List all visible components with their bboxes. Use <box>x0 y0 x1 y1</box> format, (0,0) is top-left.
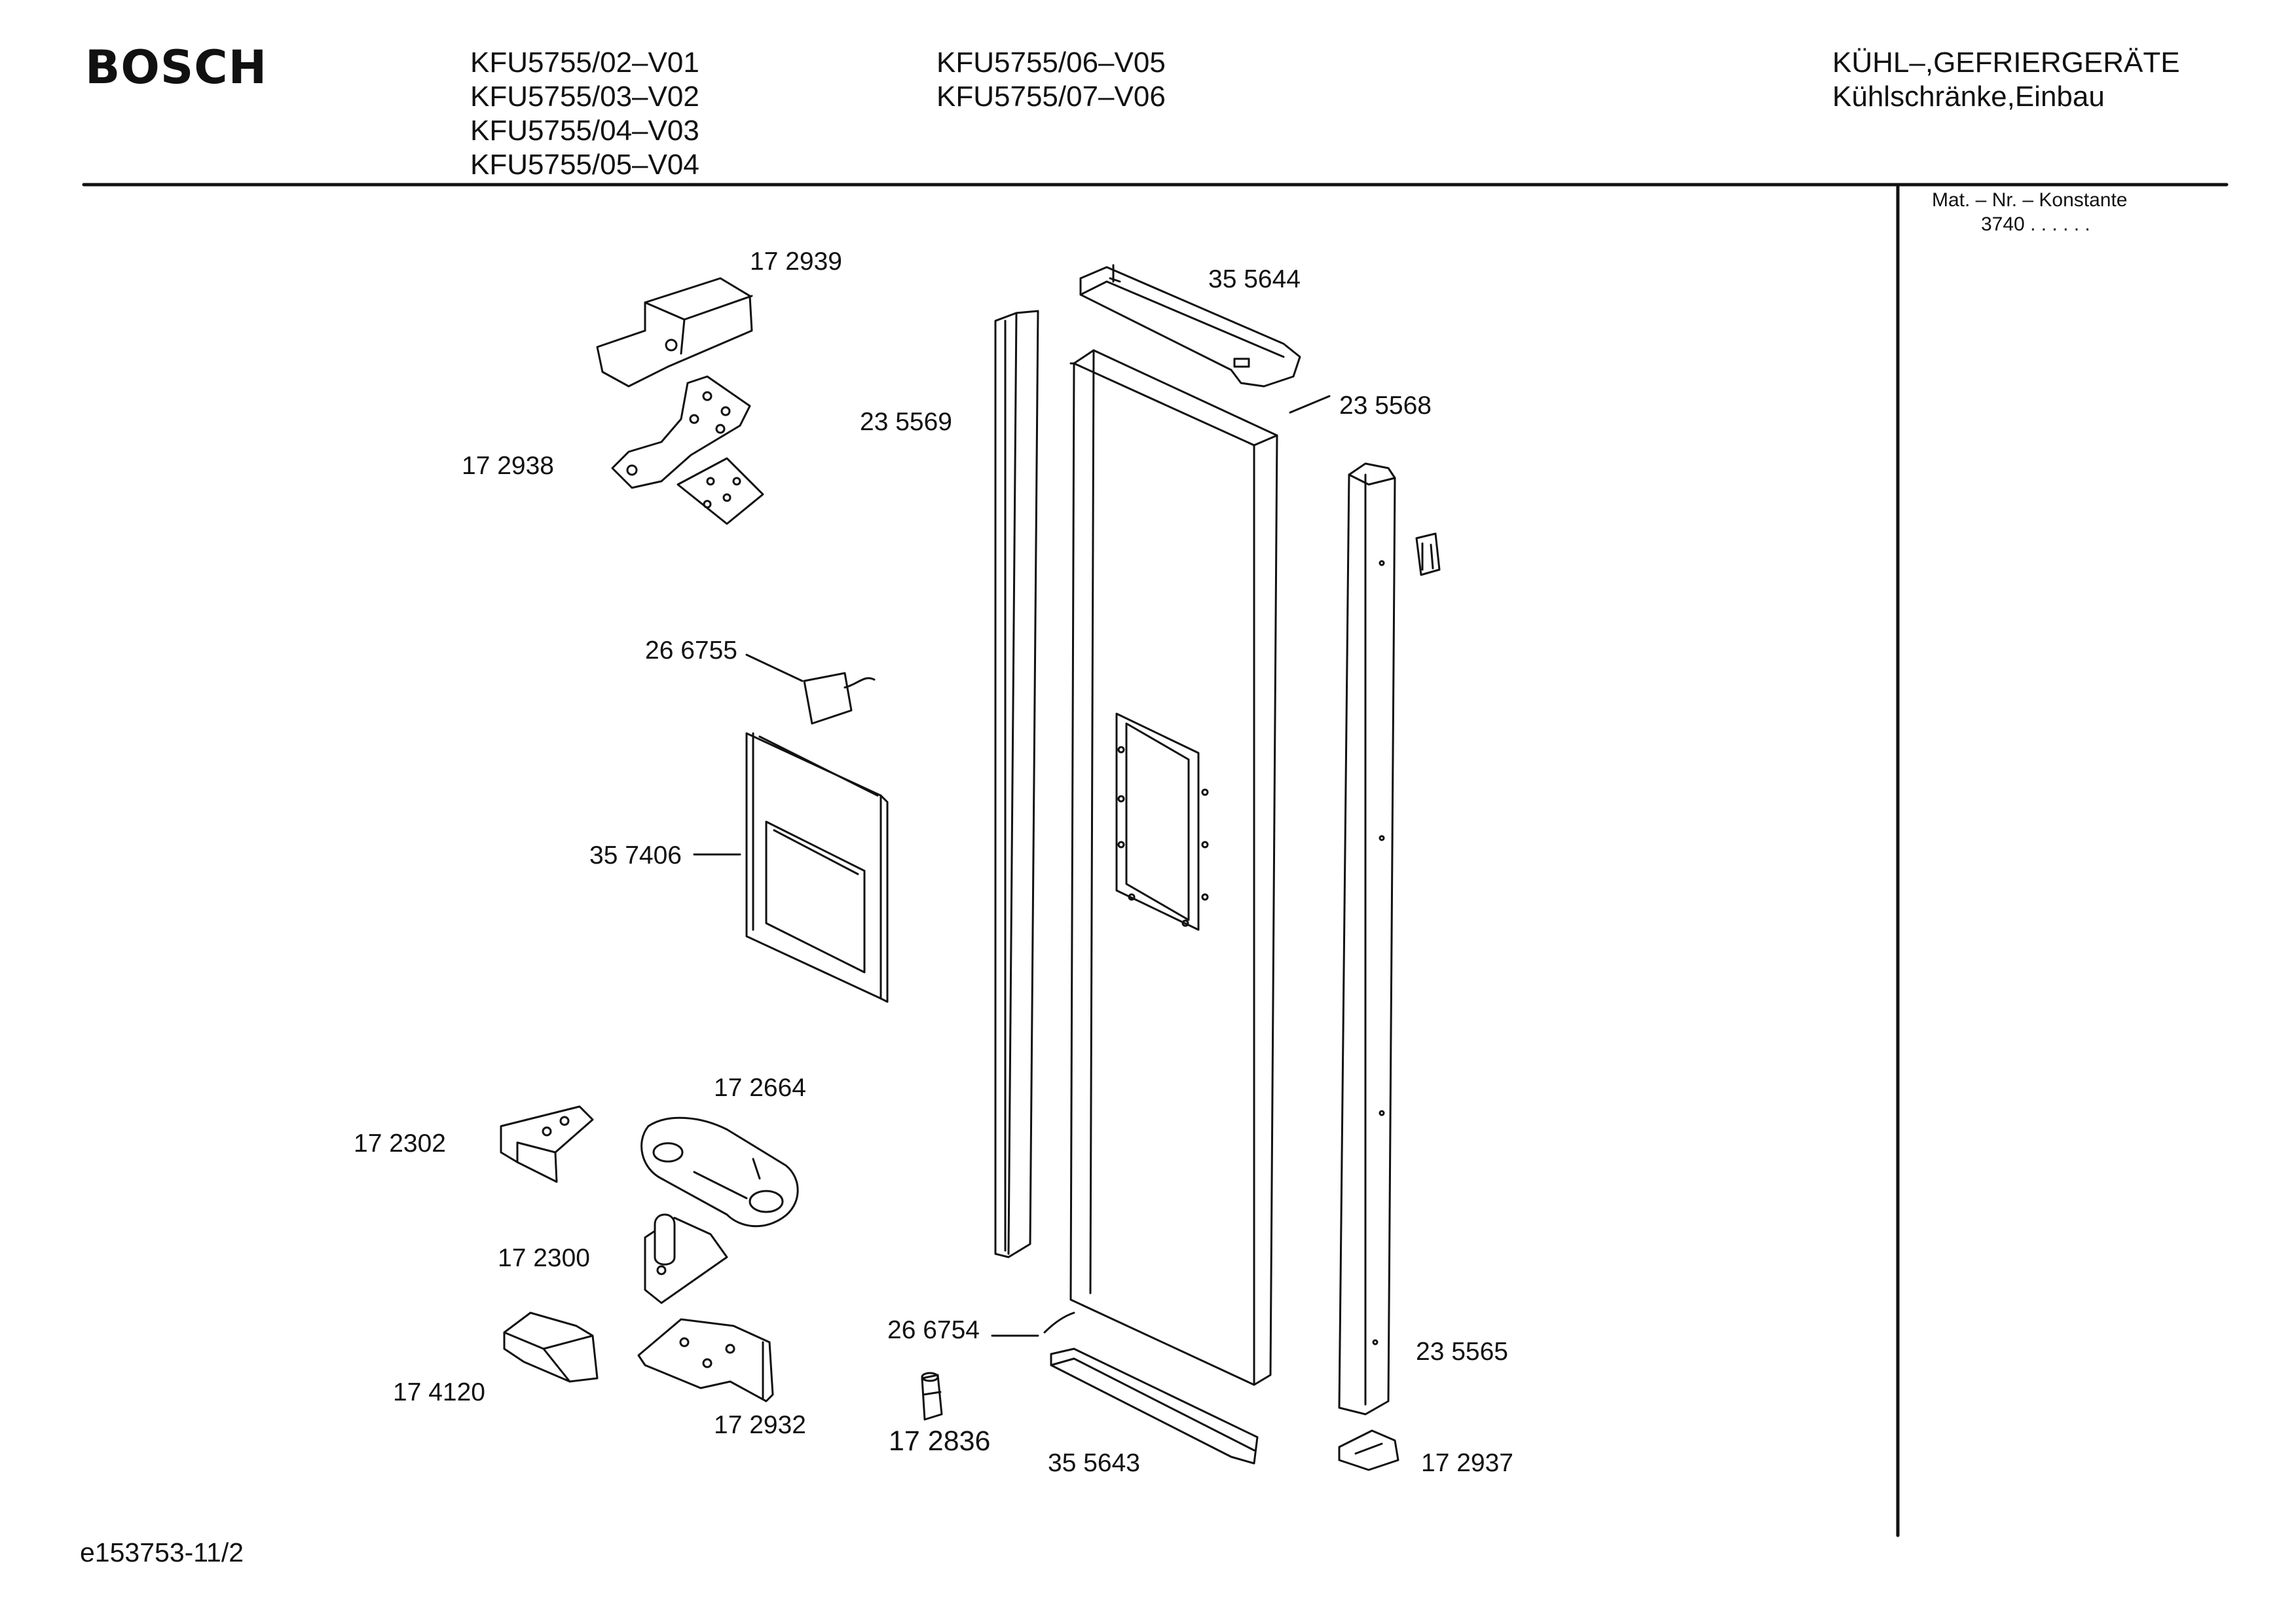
bracket-part <box>500 1105 594 1183</box>
part-number-label: 17 2664 <box>714 1074 806 1102</box>
model-number: KFU5755/04–V03 <box>470 115 699 147</box>
part-number-label: 35 7406 <box>589 841 682 870</box>
bushing-part <box>921 1372 943 1421</box>
part-number-label: 17 2302 <box>354 1129 446 1158</box>
brand-logo: BOSCH <box>85 41 268 94</box>
part-number-label: 17 2836 <box>889 1425 991 1457</box>
clip-part <box>1415 532 1441 576</box>
model-number: KFU5755/05–V04 <box>470 149 699 181</box>
lower-plate-part <box>637 1318 774 1402</box>
end-cap-part <box>1338 1429 1399 1471</box>
material-number-label: Mat. – Nr. – Konstante <box>1932 189 2128 211</box>
model-number: KFU5755/06–V05 <box>936 46 1166 79</box>
part-number-label: 17 4120 <box>393 1378 485 1406</box>
part-number-label: 23 5569 <box>860 408 952 436</box>
hinge-cover-bottom-part <box>503 1311 599 1383</box>
part-number-label: 35 5643 <box>1048 1449 1140 1477</box>
model-number: KFU5755/02–V01 <box>470 46 699 79</box>
model-number: KFU5755/07–V06 <box>936 81 1166 113</box>
part-number-label: 26 6755 <box>645 636 737 665</box>
door-seal-strip-part <box>994 310 1039 1258</box>
leader-line <box>745 653 804 682</box>
part-number-label: 17 2300 <box>498 1244 590 1272</box>
hinge-cover-part <box>596 277 753 388</box>
product-category: KÜHL–,GEFRIERGERÄTE Kühlschränke,Einbau <box>1832 46 2180 114</box>
document-id: e153753-11/2 <box>80 1537 244 1567</box>
seal-clip-part <box>1043 1311 1075 1334</box>
part-number-label: 23 5568 <box>1339 392 1432 420</box>
hinge-plate-part <box>611 375 764 525</box>
part-number-label: 17 2939 <box>750 247 842 276</box>
part-number-label: 17 2932 <box>714 1411 806 1439</box>
category-title: KÜHL–,GEFRIERGERÄTE <box>1832 46 2180 79</box>
model-number: KFU5755/03–V02 <box>470 81 699 113</box>
part-number-label: 17 2937 <box>1421 1449 1513 1477</box>
dispenser-frame-part <box>745 732 889 1003</box>
side-rail-part <box>1338 462 1396 1416</box>
category-subtitle: Kühlschränke,Einbau <box>1832 81 2105 113</box>
bottom-rail-part <box>1050 1347 1259 1465</box>
top-rail-part <box>1079 264 1301 388</box>
model-list-primary: KFU5755/02–V01 KFU5755/03–V02 KFU5755/04… <box>470 46 699 182</box>
material-number-value: 3740 . . . . . . <box>1981 213 2090 235</box>
part-number-label: 35 5644 <box>1208 265 1301 293</box>
model-list-secondary: KFU5755/06–V05 KFU5755/07–V06 <box>936 46 1166 114</box>
part-number-label: 26 6754 <box>887 1316 980 1344</box>
part-number-label: 17 2938 <box>462 452 554 480</box>
part-number-label: 23 5565 <box>1416 1338 1508 1366</box>
bottom-hinge-part <box>640 1116 799 1228</box>
hinge-pin-part <box>644 1213 728 1304</box>
leader-line <box>1289 395 1331 414</box>
sensor-part <box>803 672 876 725</box>
door-panel-part <box>1069 349 1278 1386</box>
